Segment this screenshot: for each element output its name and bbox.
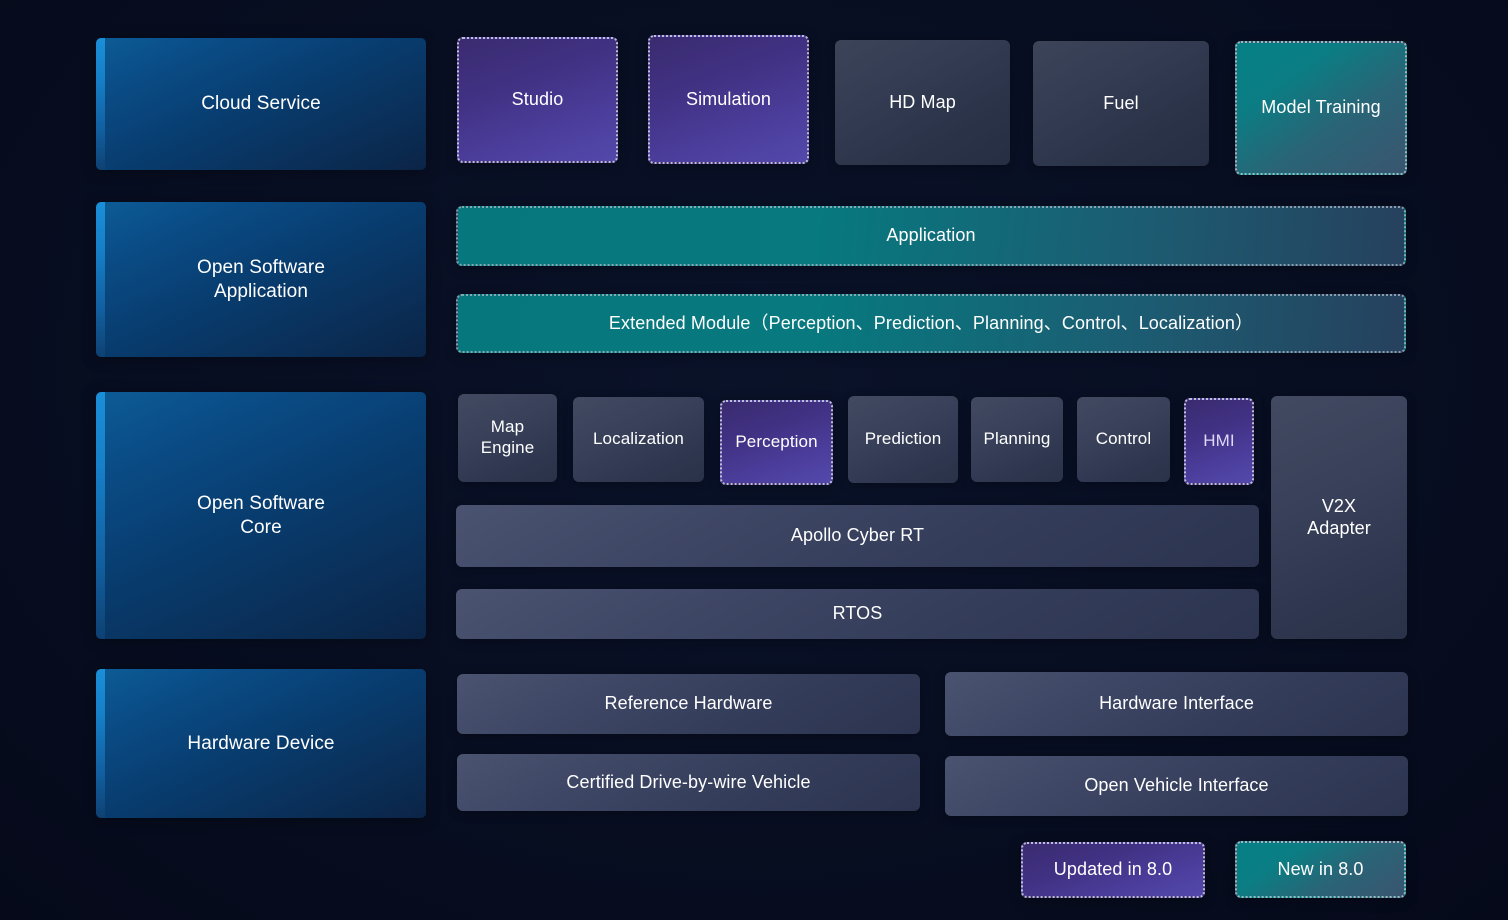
bar-reference-hardware[interactable]: Reference Hardware	[457, 674, 920, 734]
module-control[interactable]: Control	[1077, 397, 1170, 482]
bar-label: Application	[886, 225, 976, 246]
pillar-hardware-device[interactable]: Hardware Device	[96, 669, 426, 818]
pillar-label: Cloud Service	[201, 93, 321, 115]
card-studio[interactable]: Studio	[457, 37, 618, 163]
bar-label: Reference Hardware	[604, 693, 773, 714]
bar-label: RTOS	[832, 603, 883, 624]
bar-label: Hardware Interface	[1099, 693, 1254, 714]
module-label: HMI	[1203, 431, 1235, 451]
legend-new-in-8[interactable]: New in 8.0	[1235, 841, 1406, 898]
module-label: Map Engine	[480, 417, 535, 457]
pillar-label: Open Software Application	[196, 257, 326, 302]
bar-certified-drive-by-wire-vehicle[interactable]: Certified Drive-by-wire Vehicle	[457, 754, 920, 811]
bar-label: Extended Module（Perception、Prediction、Pl…	[608, 312, 1254, 333]
module-localization[interactable]: Localization	[573, 397, 704, 482]
bar-apollo-cyber-rt[interactable]: Apollo Cyber RT	[456, 505, 1259, 567]
card-label: Fuel	[1103, 92, 1139, 113]
module-v2x-adapter[interactable]: V2X Adapter	[1271, 396, 1407, 639]
card-hd-map[interactable]: HD Map	[835, 40, 1010, 165]
card-label: Model Training	[1261, 97, 1381, 118]
bar-rtos[interactable]: RTOS	[456, 589, 1259, 639]
card-fuel[interactable]: Fuel	[1033, 41, 1209, 166]
pillar-label: Open Software Core	[196, 493, 326, 538]
module-label: Localization	[593, 429, 684, 449]
bar-hardware-interface[interactable]: Hardware Interface	[945, 672, 1408, 736]
card-label: Simulation	[685, 88, 772, 109]
card-label: Studio	[511, 89, 564, 110]
module-prediction[interactable]: Prediction	[848, 396, 958, 483]
module-label: Control	[1095, 429, 1152, 449]
pillar-cloud-service[interactable]: Cloud Service	[96, 38, 426, 170]
bar-application[interactable]: Application	[456, 206, 1406, 266]
bar-label: Certified Drive-by-wire Vehicle	[566, 771, 811, 792]
module-label: Perception	[735, 432, 818, 452]
legend-updated-in-8[interactable]: Updated in 8.0	[1021, 842, 1205, 898]
module-hmi[interactable]: HMI	[1184, 398, 1254, 485]
bar-open-vehicle-interface[interactable]: Open Vehicle Interface	[945, 756, 1408, 816]
card-label: HD Map	[889, 91, 956, 112]
module-perception[interactable]: Perception	[720, 400, 833, 485]
module-planning[interactable]: Planning	[971, 397, 1063, 482]
module-label: Prediction	[864, 429, 942, 449]
bar-label: Apollo Cyber RT	[790, 525, 925, 546]
module-label: V2X Adapter	[1307, 495, 1371, 538]
pillar-label: Hardware Device	[187, 732, 335, 754]
legend-label: Updated in 8.0	[1053, 859, 1173, 880]
module-map-engine[interactable]: Map Engine	[458, 394, 557, 482]
module-label: Planning	[983, 429, 1051, 449]
card-simulation[interactable]: Simulation	[648, 35, 809, 164]
legend-label: New in 8.0	[1277, 858, 1364, 879]
pillar-open-software-core[interactable]: Open Software Core	[96, 392, 426, 639]
pillar-open-software-application[interactable]: Open Software Application	[96, 202, 426, 357]
bar-label: Open Vehicle Interface	[1084, 775, 1269, 796]
bar-extended-module[interactable]: Extended Module（Perception、Prediction、Pl…	[456, 294, 1406, 353]
card-model-training[interactable]: Model Training	[1235, 41, 1407, 175]
